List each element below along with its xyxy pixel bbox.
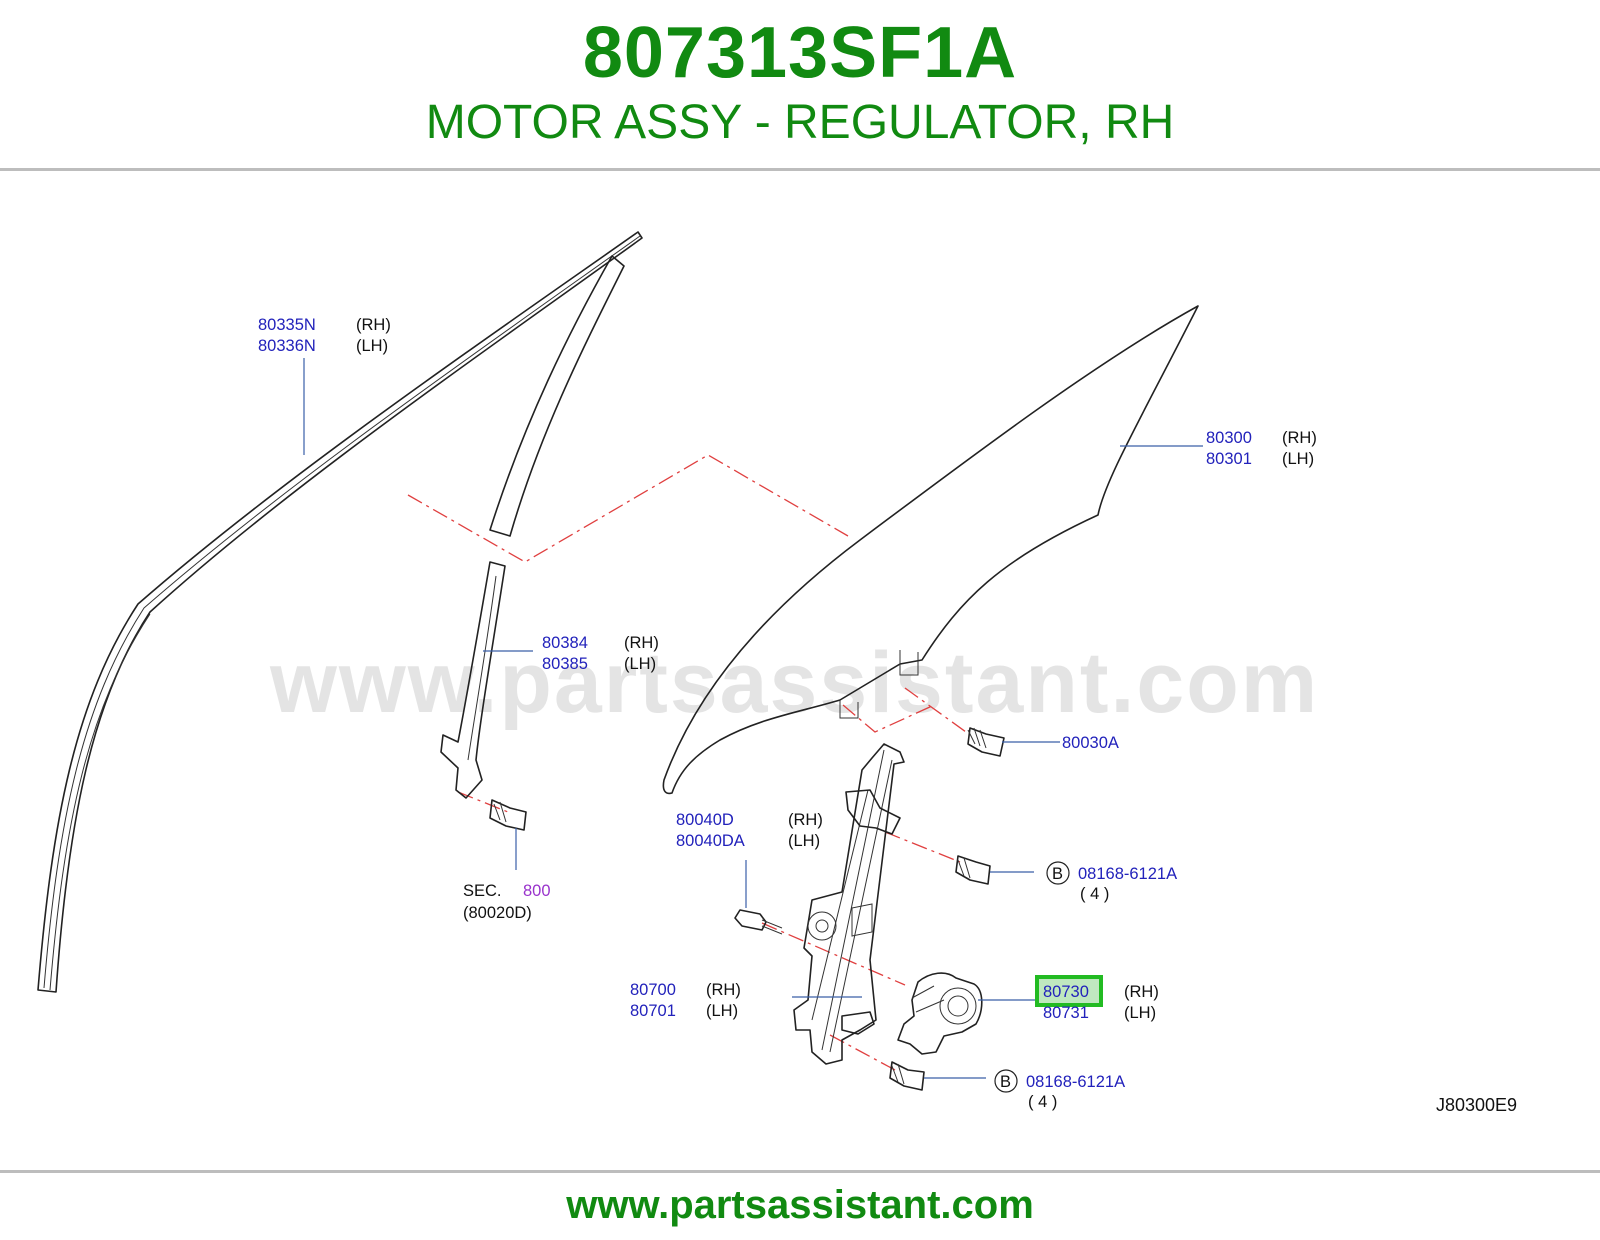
callout-b-circle <box>1046 861 1070 885</box>
callout-bolt-b-lower: B 08168-6121A ( 4 ) <box>994 1069 1125 1111</box>
quantity-label: ( 4 ) <box>1028 1093 1057 1111</box>
lh-tag: (LH) <box>706 1002 738 1020</box>
lh-tag: (LH) <box>788 832 820 850</box>
part-label-80701[interactable]: 80701 <box>630 1002 676 1020</box>
callout-bolt-b-upper: B 08168-6121A ( 4 ) <box>1046 861 1177 903</box>
sec-label: SEC. <box>463 882 502 900</box>
part-label-80335N[interactable]: 80335N <box>258 316 316 334</box>
rh-tag: (RH) <box>624 634 659 652</box>
lh-tag: (LH) <box>356 337 388 355</box>
leader-lines <box>303 358 1203 1079</box>
callout-glass: 80300 (RH) 80301 (LH) <box>1206 429 1317 468</box>
bolt-b-upper-shape <box>955 855 991 885</box>
regulator-motor <box>897 972 983 1055</box>
part-label-80300[interactable]: 80300 <box>1206 429 1252 447</box>
part-description: MOTOR ASSY - REGULATOR, RH <box>425 96 1175 149</box>
rh-tag: (RH) <box>788 811 823 829</box>
callout-motor: 80730 (RH) 80731 (LH) <box>1035 975 1159 1022</box>
callout-b-letter: B <box>1000 1073 1011 1091</box>
header: 807313SF1A MOTOR ASSY - REGULATOR, RH <box>0 0 1600 170</box>
regulator-bolt <box>734 909 783 935</box>
rh-tag: (RH) <box>1124 983 1159 1001</box>
part-number-title: 807313SF1A <box>582 13 1018 93</box>
part-label-80040DA[interactable]: 80040DA <box>676 832 745 850</box>
part-label-80385[interactable]: 80385 <box>542 655 588 673</box>
window-regulator <box>793 743 905 1065</box>
part-label-80731[interactable]: 80731 <box>1043 1004 1089 1022</box>
part-label-08168-6121A[interactable]: 08168-6121A <box>1026 1073 1125 1091</box>
part-label-08168-6121A[interactable]: 08168-6121A <box>1078 865 1177 883</box>
part-label-80700[interactable]: 80700 <box>630 981 676 999</box>
callout-b-circle <box>994 1069 1018 1093</box>
bolt-b-lower-shape <box>889 1061 925 1091</box>
header-divider <box>0 168 1600 171</box>
part-label-80040D[interactable]: 80040D <box>676 811 734 829</box>
section-800-link[interactable]: 800 <box>523 882 551 900</box>
lh-tag: (LH) <box>624 655 656 673</box>
footer-divider <box>0 1170 1600 1173</box>
callout-reg-bolt: 80040D (RH) 80040DA (LH) <box>676 811 823 850</box>
callout-sash-outer: 80335N (RH) 80336N (LH) <box>258 316 391 355</box>
watermark-text: www.partsassistant.com <box>269 635 1319 731</box>
quantity-label: ( 4 ) <box>1080 885 1109 903</box>
lh-tag: (LH) <box>1124 1004 1156 1022</box>
callout-section-ref: SEC. 800 (80020D) <box>463 882 551 922</box>
rh-tag: (RH) <box>356 316 391 334</box>
glass-bolt <box>967 727 1005 757</box>
door-glass <box>662 305 1199 795</box>
footer-url[interactable]: www.partsassistant.com <box>566 1183 1034 1227</box>
part-label-80384[interactable]: 80384 <box>542 634 588 652</box>
callout-b-letter: B <box>1052 865 1063 883</box>
rh-tag: (RH) <box>1282 429 1317 447</box>
part-label-80336N[interactable]: 80336N <box>258 337 316 355</box>
diagram-code: J80300E9 <box>1436 1095 1517 1115</box>
part-label-80730[interactable]: 80730 <box>1043 983 1089 1001</box>
part-label-80301[interactable]: 80301 <box>1206 450 1252 468</box>
section-ref-part: (80020D) <box>463 904 532 922</box>
rear-sash-channel <box>440 561 506 799</box>
assembly-lines <box>407 454 967 1071</box>
rh-tag: (RH) <box>706 981 741 999</box>
sash-bolt <box>489 799 527 831</box>
callout-sash-rear: 80384 (RH) 80385 (LH) <box>542 634 659 673</box>
lh-tag: (LH) <box>1282 450 1314 468</box>
front-sash-channel <box>37 231 643 993</box>
selected-part-highlight <box>1035 975 1103 1007</box>
callout-regulator: 80700 (RH) 80701 (LH) <box>630 981 741 1020</box>
part-label-80030A[interactable]: 80030A <box>1062 734 1119 752</box>
